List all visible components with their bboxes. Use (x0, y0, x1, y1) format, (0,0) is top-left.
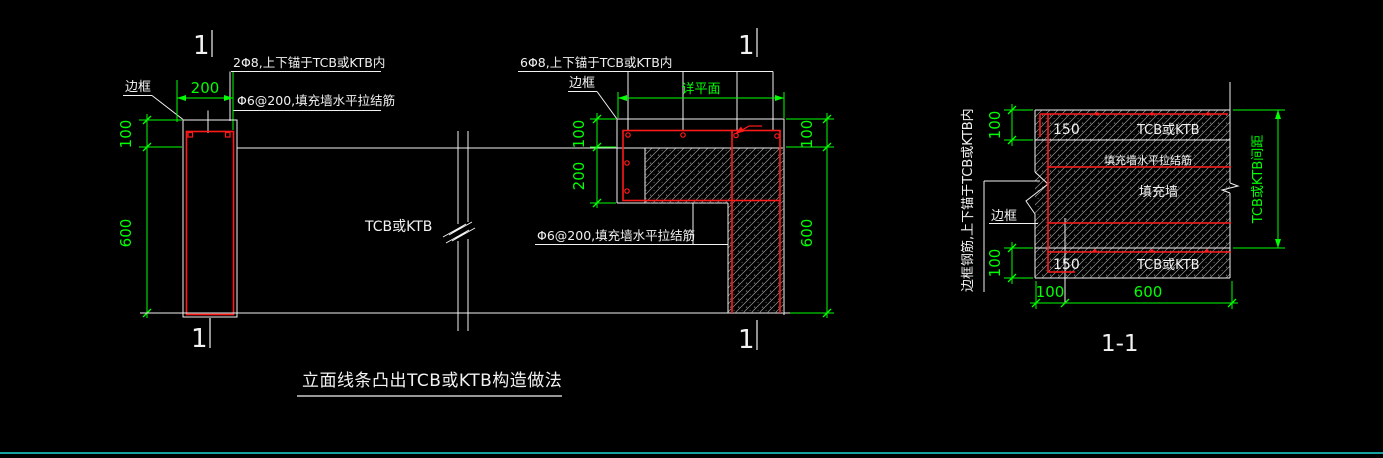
section-marker-top-right: 1 (738, 28, 758, 61)
dim-plan-ref: 详平面 (617, 82, 785, 118)
note-rebar-left: 2Φ8,上下锚于TCB或KTB内 (229, 55, 385, 121)
dim-100-label: 100 (986, 111, 1004, 140)
rebar-section (624, 160, 630, 166)
dim-100-label: 100 (1036, 283, 1065, 301)
break-line-symbol (442, 131, 476, 331)
section-bands (1025, 82, 1240, 303)
rebar-section (680, 132, 686, 138)
dim-100-label: 100 (117, 120, 135, 149)
edge-rebar-note-text: 边框钢筋,上下锚于TCB或KTB内 (960, 108, 976, 292)
dim-150-bottom: 150 (1053, 257, 1080, 273)
edge-frame-callout-left: 边框 (123, 80, 184, 120)
drawing-title: 立面线条凸出TCB或KTB构造做法 (302, 371, 562, 391)
mid-rebar-frame (622, 125, 781, 313)
section-marker-top-left: 1 (193, 30, 213, 61)
note-tie-text: Φ6@200,填充墙水平拉结筋 (537, 228, 695, 243)
edge-frame-text: 边框 (125, 80, 151, 95)
edge-frame-text: 边框 (569, 76, 595, 91)
dim-200: 200 (176, 72, 234, 130)
rebar-section (1150, 112, 1154, 116)
dim-600-label: 600 (798, 219, 816, 248)
edge-frame-callout-section: 边框 (989, 209, 1038, 224)
dim-spacing: TCB或KTB间距 (1233, 109, 1285, 249)
dim-600-label: 600 (117, 219, 135, 248)
break-symbol-right (1220, 182, 1240, 194)
top-band-label: TCB或KTB (1136, 123, 1200, 138)
section-rebar (1039, 112, 1231, 273)
edge-frame-text: 边框 (991, 209, 1017, 224)
note-tie-mid: Φ6@200,填充墙水平拉结筋 (535, 203, 728, 245)
note-rebar-text: 2Φ8,上下锚于TCB或KTB内 (233, 55, 385, 70)
mid-detail: 1 1 6Φ8,上下锚于TCB或KTB内 边框 详平面 (518, 28, 834, 355)
note-tie-left: Φ6@200,填充墙水平拉结筋 (207, 93, 395, 133)
left-column (182, 119, 238, 318)
dim-200-label: 200 (570, 162, 588, 191)
dim-100-label: 100 (798, 120, 816, 149)
break-symbol-left (1025, 171, 1049, 215)
drawing-title-block: 立面线条凸出TCB或KTB构造做法 (297, 371, 562, 397)
member-label: TCB或KTB (364, 219, 432, 235)
edge-frame-callout-mid: 边框 (568, 76, 618, 120)
rebar-section (187, 131, 194, 138)
section-marker-bottom-left: 1 (191, 318, 211, 354)
edge-rebar-note: 边框钢筋,上下锚于TCB或KTB内 (960, 108, 1040, 292)
dim-600-label: 600 (1134, 283, 1163, 301)
wall-label: 填充墙 (1139, 184, 1178, 200)
rebar-section (733, 132, 739, 139)
dim-mid-left: 100 200 (570, 113, 616, 208)
spacing-label: TCB或KTB间距 (1251, 135, 1266, 225)
dim-section-left: 100 100 (986, 104, 1033, 284)
dim-100-label: 100 (570, 120, 588, 149)
note-rebar-text: 6Φ8,上下锚于TCB或KTB内 (520, 55, 672, 70)
rebar-section (1095, 112, 1099, 116)
section-detail: 150 TCB或KTB 填充墙水平拉结筋 填充墙 150 TCB或KTB 边框 … (960, 82, 1285, 357)
dim-mid-right: 100 600 (786, 113, 834, 318)
tie-label: 填充墙水平拉结筋 (1104, 153, 1192, 167)
left-detail: 1 1 2Φ8,上下锚于TCB或KTB内 Φ6@200,填充墙水平拉结筋 边框 (117, 30, 790, 354)
dim-200-label: 200 (191, 79, 220, 97)
mid-member-outline (616, 118, 785, 315)
dim-section-bottom: 100 600 (1030, 281, 1238, 309)
dim-left-100-600: 100 600 (117, 114, 182, 318)
section-marker-bottom-right: 1 (738, 320, 758, 355)
rebar-section (1206, 112, 1210, 116)
section-mark-label: 1 (193, 31, 210, 61)
rebar-section (224, 131, 231, 138)
rebar-section (774, 133, 780, 139)
note-tie-text: Φ6@200,填充墙水平拉结筋 (237, 93, 395, 108)
bottom-band-label: TCB或KTB (1136, 258, 1200, 273)
section-mark-label: 1 (191, 324, 208, 354)
rebar-leader-arrow (735, 125, 762, 134)
rebar-section (1093, 249, 1097, 253)
rebar-section (624, 188, 630, 194)
section-mark-label: 1 (738, 325, 755, 355)
section-title: 1-1 (1101, 331, 1139, 357)
rebar-section (625, 132, 631, 138)
plan-ref-label: 详平面 (681, 82, 720, 97)
dim-150-top: 150 (1053, 122, 1080, 138)
dim-100-label: 100 (986, 249, 1004, 278)
note-rebar-mid: 6Φ8,上下锚于TCB或KTB内 (518, 55, 774, 131)
rebar-section (1205, 249, 1209, 253)
rebar-section (1150, 249, 1154, 253)
section-mark-label: 1 (738, 31, 755, 61)
